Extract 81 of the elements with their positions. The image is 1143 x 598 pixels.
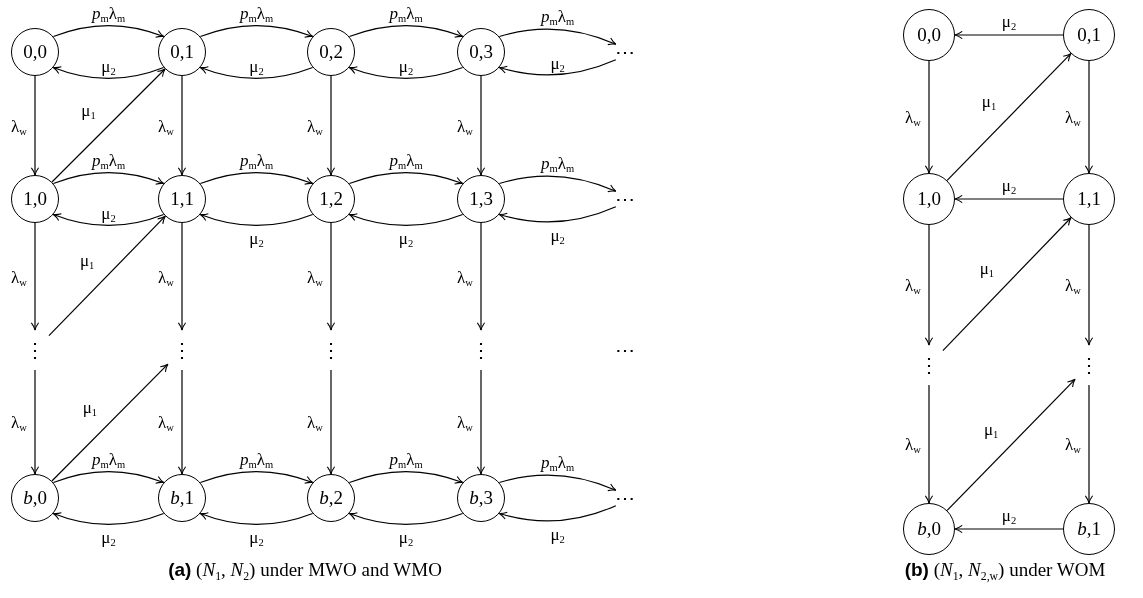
- state-circle: 1,1: [1063, 173, 1115, 225]
- edge-label: μ$_{2}$: [550, 54, 565, 72]
- edge-label: λ$_{w}$: [307, 117, 323, 134]
- edge-label: μ$_{2}$: [398, 57, 414, 75]
- edge-label: μ$_{2}$: [249, 229, 264, 247]
- edge-label: λ$_{w}$: [1065, 276, 1081, 294]
- edge-label: λ$_{w}$: [905, 276, 921, 294]
- edge-label: μ$_{2}$: [1001, 176, 1017, 194]
- edge-label: λ$_{w}$: [905, 435, 921, 453]
- ellipsis: ⋮: [1079, 355, 1099, 375]
- ellipsis: ⋮: [919, 355, 939, 375]
- ellipsis: ⋯: [615, 488, 635, 508]
- edge-label: λ$_{w}$: [11, 268, 27, 285]
- state-circle: 1,1: [158, 175, 206, 223]
- state-circle: 1,0: [903, 173, 955, 225]
- edge-label: μ$_{2}$: [249, 57, 264, 75]
- edge-label: μ$_{2}$: [398, 229, 414, 247]
- ellipsis: ⋮: [471, 340, 491, 360]
- state-circle: 1,3: [457, 175, 505, 223]
- edge-label: μ$_{2}$: [249, 528, 264, 546]
- ellipsis: ⋯: [615, 189, 635, 209]
- edge-label: p$_{m}$λ$_{m}$: [239, 4, 274, 22]
- edge-label: p$_{m}$λ$_{m}$: [239, 450, 274, 468]
- ellipsis: ⋯: [615, 340, 635, 360]
- ellipsis: ⋮: [25, 340, 45, 360]
- edge-label: p$_{m}$λ$_{m}$: [541, 7, 575, 25]
- edge-label: λ$_{w}$: [11, 117, 27, 134]
- state-circle: 0,0: [903, 9, 955, 61]
- state-circle: b,2: [307, 474, 355, 522]
- caption: (a) (N$_{1}$, N$_{2}$) under MWO and WMO: [168, 559, 442, 581]
- edge-label: μ$_{2}$: [550, 226, 565, 244]
- ellipsis: ⋮: [172, 340, 192, 360]
- edge-label: p$_{m}$λ$_{m}$: [389, 4, 423, 22]
- edge-label: μ$_{1}$: [82, 398, 98, 416]
- edge-label: p$_{m}$λ$_{m}$: [91, 151, 126, 169]
- edge-label: p$_{m}$λ$_{m}$: [541, 453, 575, 471]
- edge-label: λ$_{w}$: [158, 413, 174, 431]
- edge-label: λ$_{w}$: [457, 268, 473, 285]
- edge-label: λ$_{w}$: [1065, 108, 1081, 126]
- edge-label: λ$_{w}$: [307, 268, 323, 285]
- state-circle: b,0: [11, 474, 59, 522]
- edge-label: p$_{m}$λ$_{m}$: [541, 154, 575, 172]
- state-circle: 0,0: [11, 28, 59, 76]
- edge-label: λ$_{w}$: [457, 117, 473, 134]
- edge-label: λ$_{w}$: [11, 413, 27, 431]
- state-circle: 1,0: [11, 175, 59, 223]
- state-circle: b,1: [158, 474, 206, 522]
- edge-label: μ$_{2}$: [101, 528, 116, 546]
- edge-label: λ$_{w}$: [307, 413, 323, 431]
- edge-label: μ$_{1}$: [81, 101, 96, 118]
- state-circle: b,3: [457, 474, 505, 522]
- ellipsis: ⋯: [615, 42, 635, 62]
- caption: (b) (N$_{1}$, N$_{2,w}$) under WOM: [904, 559, 1106, 581]
- edge-label: λ$_{w}$: [905, 108, 921, 126]
- edge-label: μ$_{2}$: [398, 528, 414, 546]
- edge-label: μ$_{2}$: [1001, 12, 1017, 30]
- edge-label: λ$_{w}$: [457, 413, 473, 431]
- edge-label: p$_{m}$λ$_{m}$: [91, 450, 126, 468]
- edge-label: μ$_{2}$: [1001, 506, 1017, 524]
- state-circle: 0,2: [307, 28, 355, 76]
- state-circle: 0,1: [158, 28, 206, 76]
- edge-label: μ$_{1}$: [981, 92, 997, 110]
- edge-label: p$_{m}$λ$_{m}$: [389, 450, 423, 468]
- edge-label: p$_{m}$λ$_{m}$: [239, 151, 274, 169]
- edge-label: μ$_{1}$: [983, 420, 999, 438]
- edge-label: μ$_{1}$: [979, 259, 995, 277]
- edge-label: p$_{m}$λ$_{m}$: [91, 4, 126, 22]
- state-circle: 0,1: [1063, 9, 1115, 61]
- edge-label: p$_{m}$λ$_{m}$: [389, 151, 423, 169]
- state-circle: 1,2: [307, 175, 355, 223]
- edge-label: μ$_{2}$: [101, 57, 116, 75]
- edge-label: μ$_{1}$: [79, 251, 95, 269]
- edge-label: λ$_{w}$: [158, 117, 174, 134]
- edge-label: μ$_{2}$: [550, 525, 565, 543]
- state-circle: b,1: [1063, 503, 1115, 555]
- edge-label: μ$_{2}$: [101, 204, 116, 222]
- edge-label: λ$_{w}$: [158, 268, 174, 285]
- state-circle: b,0: [903, 503, 955, 555]
- ellipsis: ⋮: [321, 340, 341, 360]
- state-circle: 0,3: [457, 28, 505, 76]
- edge-label: λ$_{w}$: [1065, 435, 1081, 453]
